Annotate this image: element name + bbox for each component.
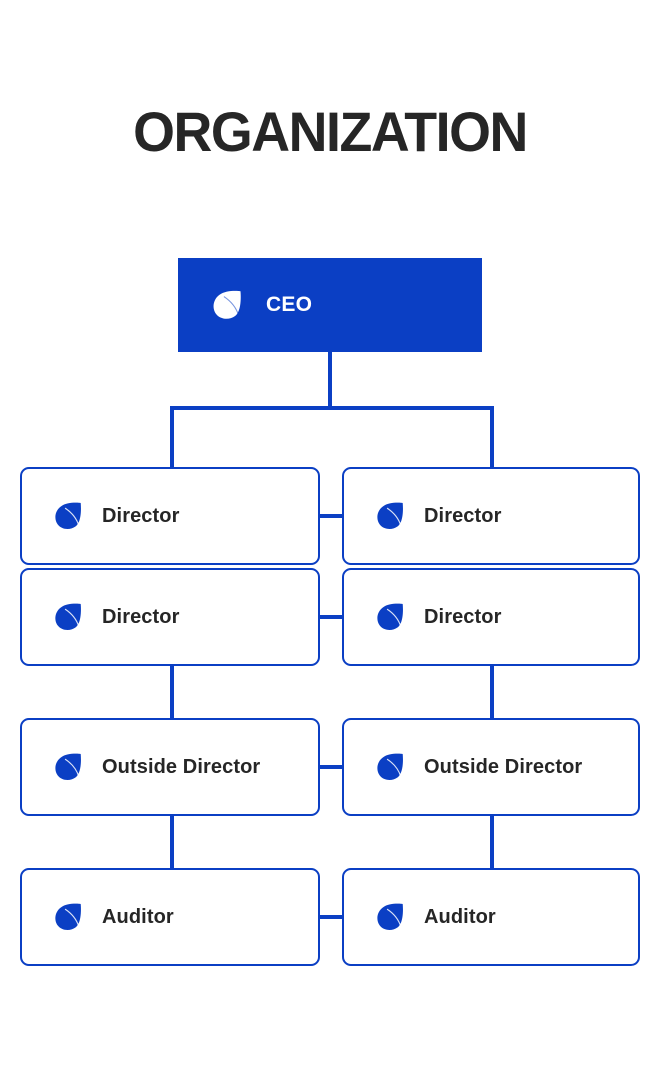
node-row4-left[interactable]: Auditor — [20, 868, 320, 966]
node-ceo[interactable]: CEO — [178, 258, 482, 352]
node-label: Outside Director — [424, 755, 583, 778]
connector-branch-bar — [170, 406, 494, 410]
node-row2-left[interactable]: Director — [20, 568, 320, 666]
node-label: Auditor — [424, 905, 496, 928]
connector-branch-right — [490, 406, 494, 469]
node-label: Director — [102, 605, 180, 628]
connector-row2-row3-left — [170, 664, 174, 720]
connector-row2-row3-right — [490, 664, 494, 720]
node-content: Director — [344, 500, 502, 532]
connector-branch-left — [170, 406, 174, 469]
node-row3-left[interactable]: Outside Director — [20, 718, 320, 816]
connector-row3-pair — [320, 765, 344, 769]
connector-row1-pair — [320, 514, 344, 518]
node-row2-right[interactable]: Director — [342, 568, 640, 666]
node-label: Outside Director — [102, 755, 261, 778]
node-content: Outside Director — [344, 751, 582, 783]
node-content: Outside Director — [22, 751, 260, 783]
node-label: Director — [424, 504, 502, 527]
leaf-icon — [374, 601, 406, 633]
leaf-icon — [374, 500, 406, 532]
leaf-icon — [52, 751, 84, 783]
node-content: Director — [22, 601, 180, 633]
leaf-icon — [52, 901, 84, 933]
node-label: Director — [102, 504, 180, 527]
connector-row3-row4-left — [170, 814, 174, 870]
node-content: Director — [22, 500, 180, 532]
leaf-icon — [52, 601, 84, 633]
connector-row3-row4-right — [490, 814, 494, 870]
node-row1-right[interactable]: Director — [342, 467, 640, 565]
node-row4-right[interactable]: Auditor — [342, 868, 640, 966]
connector-row2-pair — [320, 615, 344, 619]
node-label: CEO — [266, 293, 313, 316]
node-label: Director — [424, 605, 502, 628]
node-content: Auditor — [22, 901, 174, 933]
leaf-icon — [374, 751, 406, 783]
node-row3-right[interactable]: Outside Director — [342, 718, 640, 816]
node-row1-left[interactable]: Director — [20, 467, 320, 565]
leaf-icon — [52, 500, 84, 532]
leaf-icon — [374, 901, 406, 933]
node-content: Director — [344, 601, 502, 633]
connector-row4-pair — [320, 915, 344, 919]
leaf-icon — [210, 288, 244, 322]
connector-ceo-stem — [328, 352, 332, 410]
page-title: ORGANIZATION — [133, 100, 528, 163]
node-label: Auditor — [102, 905, 174, 928]
node-content: Auditor — [344, 901, 496, 933]
